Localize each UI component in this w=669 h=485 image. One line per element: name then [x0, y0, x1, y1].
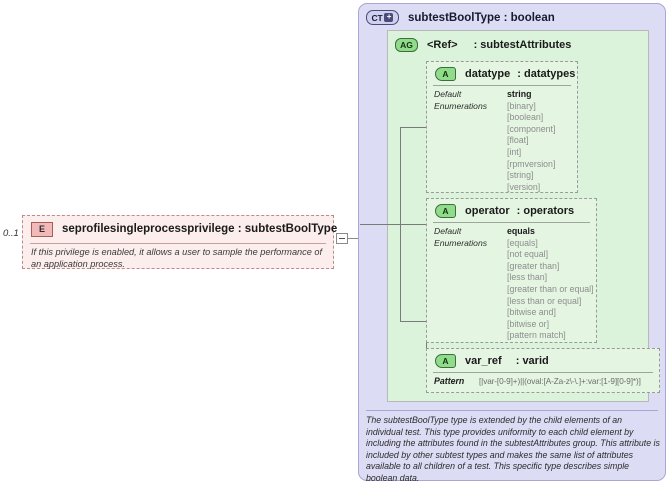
- facet-enum-value: [boolean]: [507, 112, 544, 123]
- attribute-divider: [433, 372, 653, 373]
- attribute-type-varref: : varid: [515, 354, 549, 367]
- facet-enum-value: [int]: [507, 146, 522, 157]
- facet-default-value: equals: [507, 226, 535, 236]
- attribute-name-operator: operator: [465, 204, 510, 217]
- facet-enum-value: [bitwise or]: [507, 318, 550, 329]
- facet-enum-value: [string]: [507, 170, 534, 181]
- facet-enum-value: [equals]: [507, 237, 538, 248]
- element-box[interactable]: E seprofilesingleprocessprivilege : subt…: [22, 215, 337, 269]
- connector-line: [348, 238, 360, 239]
- facet-enum-value: [pattern match]: [507, 330, 566, 341]
- facet-enum-value: [bitwise and]: [507, 307, 556, 318]
- tree-branch-datatype: [400, 127, 426, 128]
- attribute-badge-icon: A: [435, 203, 456, 218]
- complextype-header: CT+ subtestBoolType : boolean: [359, 4, 665, 26]
- tree-branch-varref: [400, 321, 426, 322]
- facet-enum-value: [not equal]: [507, 249, 549, 260]
- attribute-header-datatype: A datatype : datatypes: [427, 62, 577, 85]
- attribute-badge-icon: A: [435, 66, 456, 81]
- collapse-toggle-icon[interactable]: [336, 233, 348, 244]
- attribute-header-varref: A var_ref : varid: [427, 349, 659, 372]
- attribute-badge-icon: A: [435, 353, 456, 368]
- element-divider: [30, 243, 326, 244]
- documentation-divider: [366, 410, 658, 411]
- facet-enum-value: [greater than]: [507, 260, 560, 271]
- attribute-box-varref[interactable]: A var_ref : varid Pattern [|var-[0-9]+)|…: [426, 348, 660, 393]
- tree-branch-operator: [400, 224, 426, 225]
- facet-pattern-value: [|var-[0-9]+)||(oval:[A-Za-z\-\.]+:var:[…: [479, 377, 641, 386]
- facet-default-value: string: [507, 89, 532, 99]
- facet-values-operator: equals [equals] [not equal] [greater tha…: [507, 226, 596, 342]
- complextype-documentation: The subtestBoolType type is extended by …: [366, 415, 660, 483]
- element-documentation: If this privilege is enabled, it allows …: [31, 247, 323, 269]
- attribute-group-box[interactable]: AG <Ref> : subtestAttributes A datatype …: [360, 30, 660, 402]
- complextype-badge-icon: CT+: [366, 10, 399, 25]
- attribute-name-datatype: datatype: [465, 67, 511, 80]
- tree-inlet: [360, 224, 400, 225]
- facet-enum-value: [component]: [507, 123, 556, 134]
- attribute-group-badge-icon: AG: [395, 37, 418, 52]
- complextype-box[interactable]: CT+ subtestBoolType : boolean AG <Ref> :…: [358, 3, 666, 483]
- facet-enum-value: [less than or equal]: [507, 295, 582, 306]
- attribute-divider: [433, 85, 571, 86]
- facet-label-pattern: Pattern: [434, 376, 465, 386]
- attribute-group-type-label: : subtestAttributes: [473, 38, 572, 51]
- facet-enum-value: [version]: [507, 181, 541, 192]
- attribute-facets-varref: Pattern [|var-[0-9]+)||(oval:[A-Za-z\-\.…: [427, 373, 659, 386]
- complextype-badge-label: CT: [371, 12, 383, 23]
- element-badge-icon: E: [31, 221, 53, 237]
- facet-enum-value: [float]: [507, 135, 529, 146]
- attribute-group-ref-label: <Ref>: [427, 38, 458, 51]
- attribute-header-operator: A operator : operators: [427, 199, 596, 222]
- attribute-type-datatype: : datatypes: [517, 67, 576, 80]
- facet-enum-value: [rpmversion]: [507, 158, 556, 169]
- facet-enum-value: [less than]: [507, 272, 548, 283]
- attribute-type-operator: : operators: [516, 204, 575, 217]
- complextype-title: subtestBoolType : boolean: [408, 11, 555, 24]
- element-title: seprofilesingleprocessprivilege : subtes…: [62, 223, 338, 235]
- expand-plus-icon[interactable]: +: [384, 13, 394, 22]
- attribute-divider: [433, 222, 590, 223]
- facet-values-datatype: string [binary] [boolean] [component] [f…: [507, 89, 577, 193]
- element-header: E seprofilesingleprocessprivilege : subt…: [23, 216, 337, 242]
- attribute-name-varref: var_ref: [465, 354, 502, 367]
- facet-enum-value: [binary]: [507, 100, 536, 111]
- cardinality-label: 0..1: [3, 228, 19, 239]
- attribute-group-header: AG <Ref> : subtestAttributes: [388, 31, 648, 53]
- facet-enum-value: [greater than or equal]: [507, 283, 594, 294]
